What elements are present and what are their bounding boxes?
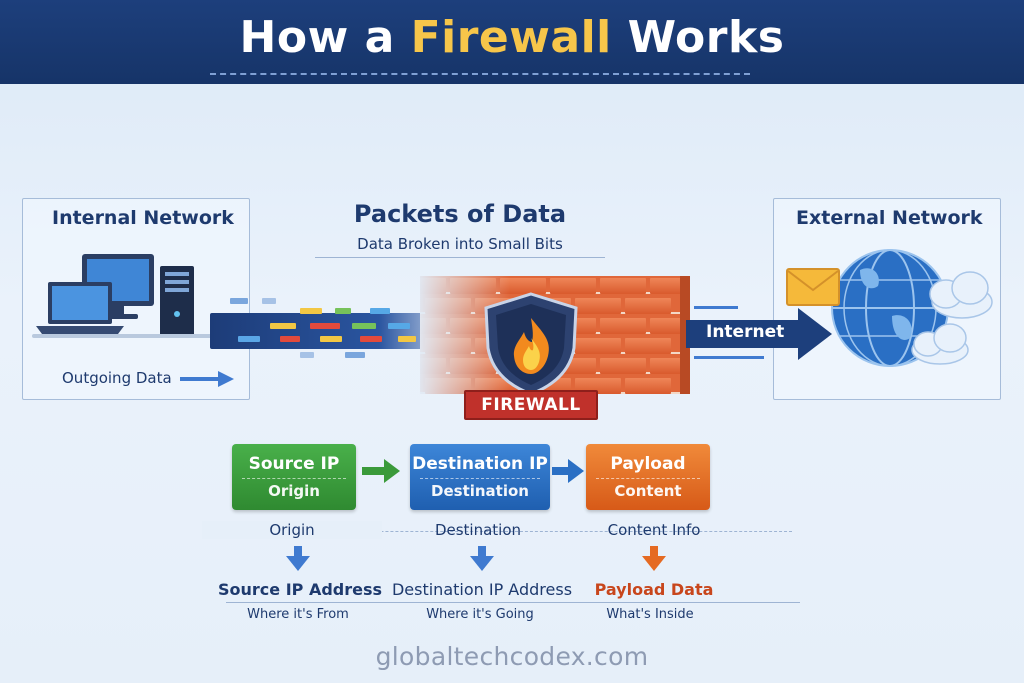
step-subtitle: Content [614, 482, 682, 500]
lower-connector-line [226, 602, 800, 603]
internal-network-title: Internal Network [52, 207, 234, 229]
packet [320, 336, 342, 342]
packet [280, 336, 300, 342]
step-title: Source IP [248, 454, 340, 474]
internet-label: Internet [706, 322, 785, 342]
field-source-ip-address: Source IP Address [217, 580, 383, 599]
globe-icon [831, 249, 993, 367]
packet [300, 352, 314, 358]
packet [300, 308, 322, 314]
upper-connector-line [226, 531, 792, 532]
packet [335, 308, 351, 314]
packet [370, 308, 390, 314]
arrow-down-icon [642, 546, 666, 571]
packet [352, 323, 376, 329]
title-part-2: Works [611, 12, 785, 63]
packet [398, 336, 416, 342]
packets-subtitle: Data Broken into Small Bits [315, 235, 605, 258]
packet [238, 336, 260, 342]
step-divider [242, 478, 346, 479]
header-divider [210, 73, 750, 75]
step-divider [596, 478, 700, 479]
field-sub-from: Where it's From [247, 607, 349, 622]
field-sub-going: Where it's Going [426, 607, 534, 622]
step-box-source-ip: Source IP Origin [232, 444, 356, 510]
step-divider [420, 478, 540, 479]
firewall-banner: FIREWALL [464, 390, 598, 420]
header-bar: How a Firewall Works [0, 0, 1024, 84]
arrow-down-icon [470, 546, 494, 571]
title-part-1: How a [239, 12, 411, 63]
field-sub-inside: What's Inside [606, 607, 694, 622]
step-box-destination-ip: Destination IP Destination [410, 444, 550, 510]
footer-website: globaltechcodex.com [375, 642, 649, 671]
packet [310, 323, 340, 329]
field-payload-data: Payload Data [594, 580, 714, 599]
shield-flame-icon [484, 292, 578, 396]
internet-arrow-icon [686, 306, 832, 360]
packet [230, 298, 248, 304]
arrow-down-icon [286, 546, 310, 571]
packet [270, 323, 296, 329]
step-box-payload: Payload Content [586, 444, 710, 510]
step-subtitle: Origin [268, 482, 320, 500]
packet [388, 323, 410, 329]
computer-icon [32, 254, 220, 338]
arrow-right-icon [552, 459, 584, 483]
title-accent: Firewall [410, 12, 612, 63]
step-label-content: Content Info [607, 521, 701, 539]
packet [262, 298, 276, 304]
envelope-icon [786, 268, 840, 306]
arrow-right-icon [362, 459, 400, 483]
step-label-destination: Destination [434, 521, 522, 539]
step-subtitle: Destination [431, 482, 529, 500]
packet [360, 336, 382, 342]
outgoing-arrow-icon [180, 371, 234, 387]
field-destination-ip-address: Destination IP Address [391, 580, 573, 599]
step-title: Destination IP [412, 454, 548, 474]
step-label-origin: Origin [202, 521, 382, 539]
step-title: Payload [610, 454, 686, 474]
packets-title: Packets of Data [353, 200, 567, 228]
external-network-title: External Network [796, 207, 983, 229]
packet [345, 352, 365, 358]
page-title: How a Firewall Works [0, 12, 1024, 63]
outgoing-data-label: Outgoing Data [62, 369, 172, 387]
